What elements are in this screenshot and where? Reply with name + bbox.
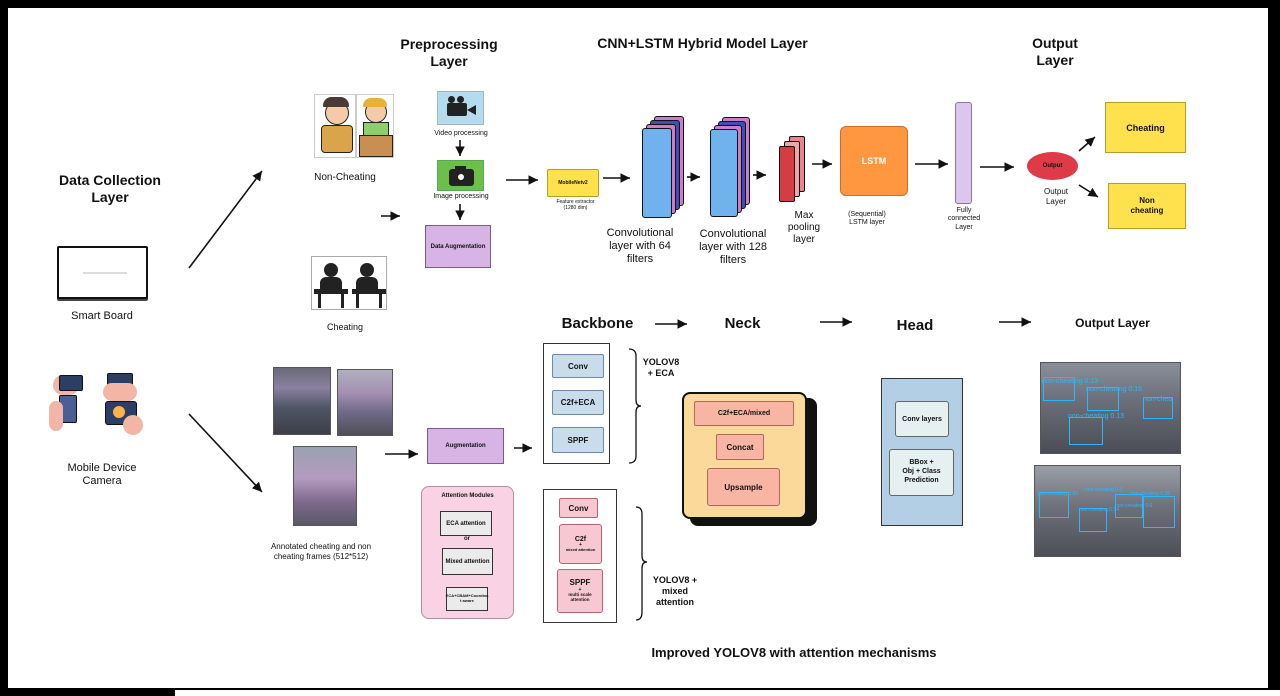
student-cartoon-icon	[314, 94, 356, 158]
teacher-cartoon-icon	[356, 94, 394, 158]
cnn-lstm-title: CNN+LSTM Hybrid Model Layer	[597, 35, 808, 51]
or-label: or	[464, 536, 470, 542]
data-augmentation-box: Data Augmentation	[425, 225, 491, 268]
backbone-sppf-box: SPPF	[552, 427, 604, 453]
detection-label: non-cheating 0.6	[1115, 503, 1153, 509]
detection-label: non-chea	[1143, 396, 1173, 403]
yolov8-eca-label: YOLOV8+ ECA	[642, 357, 680, 378]
head-conv-box: Conv layers	[895, 401, 949, 437]
neck-title: Neck	[724, 315, 761, 332]
conv64-layer-stack	[642, 116, 684, 218]
eca-attention-box: ECA attention	[440, 511, 492, 536]
mixed-attention-box: Mixed attention	[442, 548, 493, 575]
output-node: Output	[1027, 152, 1078, 180]
detection-result-photo: non-cheating 0.50 non-cheating 0.6 non-c…	[1034, 465, 1181, 557]
brace-yolov8-eca	[628, 348, 642, 464]
lstm-box: LSTM	[840, 126, 908, 196]
attention-modules-title: Attention Modules	[441, 493, 494, 499]
classroom-photo	[273, 367, 331, 435]
backbone-c2f-mixed-box: C2f+mixed attention	[559, 524, 602, 564]
brace-yolov8-mixed	[635, 506, 648, 621]
backbone-mixed-conv-box: Conv	[559, 498, 598, 518]
classroom-photo	[293, 446, 357, 526]
smart-board-icon	[57, 246, 148, 299]
detection-label: non-cheating 0.6	[1085, 487, 1123, 493]
hands-with-devices-icon	[47, 371, 144, 437]
detection-label: non-cheating 0.54	[1079, 507, 1120, 513]
neck-upsample-box: Upsample	[707, 468, 780, 506]
diagram-canvas	[8, 8, 1268, 688]
backbone-conv-box: Conv	[552, 354, 604, 378]
fully-connected-bar	[955, 102, 972, 204]
detection-label: non-cheating 0.50	[1038, 491, 1079, 497]
arrow-to-annotated	[188, 413, 263, 493]
neck-c2f-box: C2f+ECA/mixed	[694, 401, 794, 426]
augmentation-box: Augmentation	[427, 428, 504, 464]
photo-camera-icon	[437, 160, 484, 191]
feature-extractor-caption: Feature extractor(1280 dim)	[556, 199, 595, 211]
exam-desks-icon	[311, 256, 387, 310]
conv128-layer-stack	[710, 117, 752, 217]
detection-label: non-cheating 0.36	[1130, 491, 1171, 497]
output-layer-title: Output Layer	[1075, 316, 1150, 330]
smart-board-label: Smart Board	[71, 310, 133, 322]
arrow-to-noncheating	[188, 170, 263, 269]
image-processing-label: Image processing	[433, 193, 489, 200]
cheating-result-box: Cheating	[1105, 102, 1186, 153]
detection-label: non-cheating 0.13	[1068, 413, 1125, 420]
backbone-c2f-eca-box: C2f+ECA	[552, 390, 604, 415]
cheating-label: Cheating	[326, 322, 364, 332]
detection-label: non-cheating 0.16	[1086, 386, 1143, 393]
backbone-title: Backbone	[561, 315, 634, 332]
head-title: Head	[896, 317, 934, 334]
maxpool-layer-stack	[779, 136, 805, 202]
video-camera-icon	[437, 91, 484, 125]
video-processing-label: Video processing	[434, 130, 488, 137]
arrow-to-noncheating-result	[1078, 184, 1099, 198]
arrow-to-cheating	[1078, 136, 1096, 152]
lstm-caption: (Sequential)LSTM layer	[848, 211, 886, 227]
detection-result-photo: non-cheating 0.13 non-cheating 0.16 non-…	[1040, 362, 1181, 454]
yolo-caption: Improved YOLOV8 with attention mechanism…	[651, 645, 937, 660]
detection-label: non-cheating 0.13	[1042, 378, 1099, 385]
classroom-photo	[337, 369, 393, 436]
non-cheating-label: Non-Cheating	[314, 172, 376, 183]
neck-concat-box: Concat	[716, 434, 764, 460]
mobilenet-box: MobileNetv2	[547, 169, 599, 197]
bottom-strip	[175, 690, 1280, 696]
